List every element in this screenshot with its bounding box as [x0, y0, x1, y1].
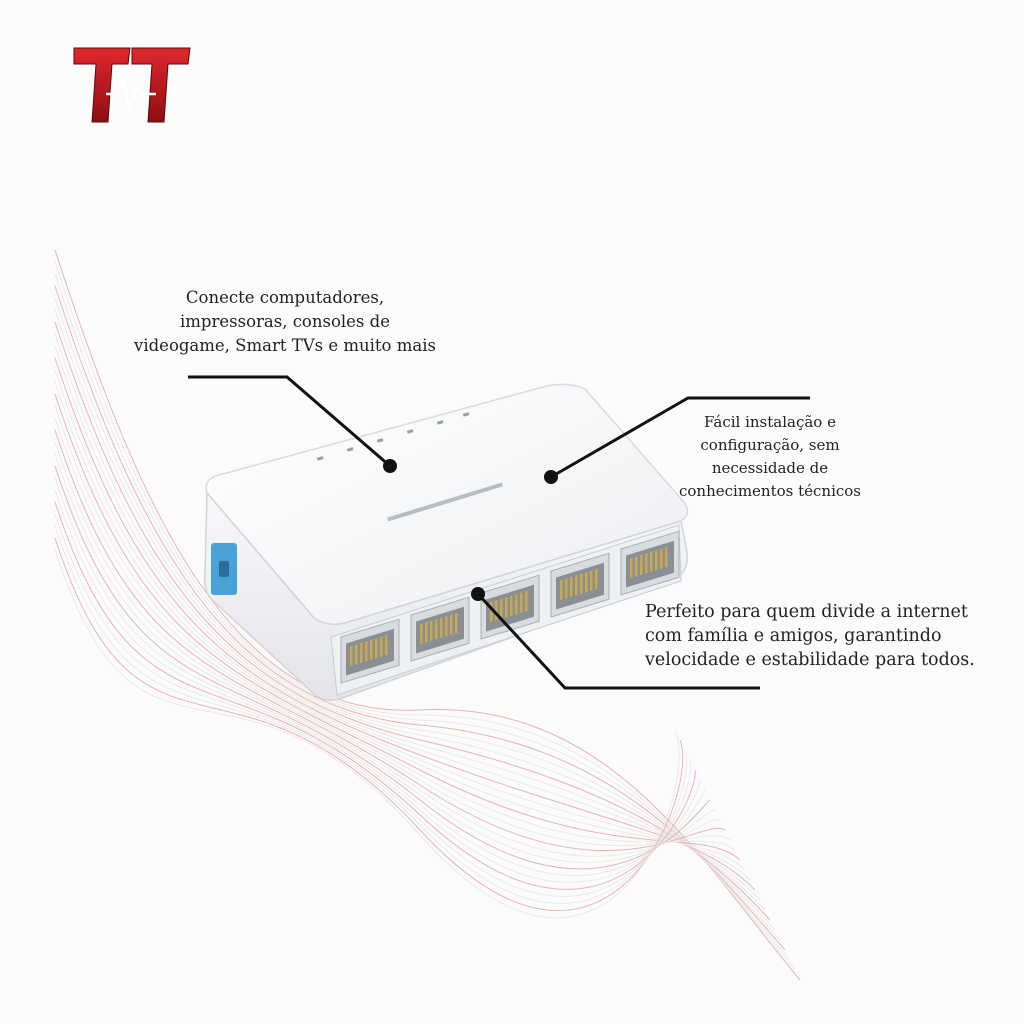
callout-share-line: velocidade e estabilidade para todos.	[645, 650, 975, 670]
wave-line	[54, 537, 684, 912]
wave-line	[54, 525, 688, 904]
callout-share-line: com família e amigos, garantindo	[645, 626, 942, 646]
callout-connect: Conecte computadores, impressoras, conso…	[130, 286, 440, 358]
ethernet-port	[550, 552, 610, 618]
wave-line	[54, 501, 696, 890]
wave-line	[54, 489, 701, 883]
callout-dot-connect	[383, 459, 397, 473]
wave-line	[54, 441, 721, 857]
ethernet-port	[620, 530, 680, 596]
callout-install-line: necessidade de	[711, 459, 829, 477]
network-switch-image	[203, 383, 689, 701]
callout-share-line: Perfeito para quem divide a internet	[645, 602, 968, 622]
ethernet-port	[410, 596, 470, 662]
callout-dot-share	[471, 587, 485, 601]
tt-logo-icon	[73, 47, 191, 123]
wave-line	[54, 549, 680, 919]
callout-dot-install	[544, 470, 558, 484]
ethernet-port	[340, 618, 400, 684]
wave-line	[54, 405, 736, 851]
callout-install-line: conhecimentos técnicos	[678, 482, 861, 500]
wave-line	[54, 465, 711, 870]
wave-line	[54, 417, 731, 847]
wave-line	[54, 477, 706, 877]
callout-connect-line: videogame, Smart TVs e muito mais	[134, 336, 436, 355]
callout-install-line: Fácil instalação e	[704, 413, 836, 431]
wave-line	[54, 429, 726, 852]
callout-connect-line: Conecte computadores,	[185, 288, 385, 307]
callout-install: Fácil instalação e configuração, sem nec…	[660, 411, 880, 503]
callout-share: Perfeito para quem divide a internet com…	[645, 600, 985, 672]
callout-connect-line: impressoras, consoles de	[180, 312, 390, 331]
ethernet-port	[480, 574, 540, 640]
callout-install-line: configuração, sem	[700, 436, 840, 454]
wave-line	[54, 513, 692, 897]
wave-line	[54, 453, 716, 863]
